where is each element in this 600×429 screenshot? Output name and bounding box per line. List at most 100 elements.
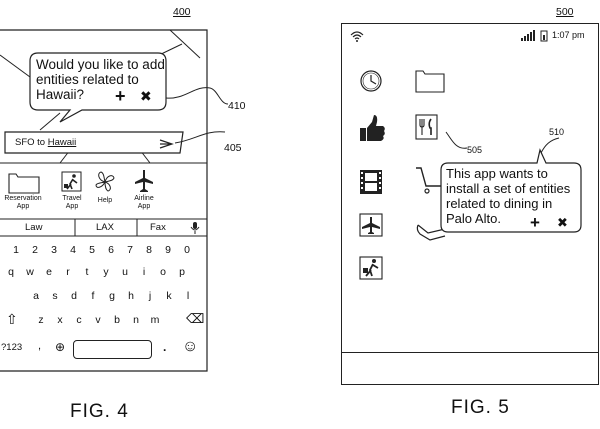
comma-key[interactable]: , — [38, 340, 42, 352]
fig4-input-prefix: SFO to — [15, 137, 48, 148]
fig5-bubble-line: Palo Alto. — [446, 211, 501, 226]
fig4-callout-bubble: 410 — [228, 100, 246, 112]
key[interactable]: r — [66, 266, 70, 278]
folder-icon — [8, 173, 40, 194]
traveler-icon — [359, 256, 383, 280]
fig5-caption: FIG. 5 — [451, 397, 510, 418]
fig4-close-button[interactable]: ✖ — [140, 88, 152, 104]
map-icon — [416, 224, 446, 241]
wifi-icon — [350, 31, 364, 42]
film-icon — [360, 170, 382, 194]
fig4-app-airline[interactable]: Airline App — [124, 195, 164, 211]
keyboard-row-1: q w e r t y u i o p — [2, 266, 191, 278]
fig5-bubble: This app wants to install a set of entit… — [446, 166, 570, 226]
pinwheel-icon — [95, 171, 115, 192]
emoji-icon[interactable]: ☺ — [182, 338, 199, 355]
period-key[interactable]: . — [163, 340, 167, 354]
key[interactable]: y — [103, 266, 109, 278]
fig4-callout-input: 405 — [224, 142, 242, 154]
airplane-icon — [135, 170, 153, 192]
fig4-input-entity: Hawaii — [47, 137, 77, 148]
app-label: Reservation — [4, 195, 42, 202]
suggestion-law[interactable]: Law — [25, 222, 43, 233]
clock-icon — [360, 70, 382, 92]
key[interactable]: v — [95, 314, 101, 326]
key[interactable]: n — [133, 314, 139, 326]
suggestion-fax[interactable]: Fax — [150, 222, 166, 233]
key[interactable]: k — [166, 290, 172, 302]
app-label: Travel — [62, 195, 82, 202]
keyboard-number-row: 1 2 3 4 5 6 7 8 9 0 — [7, 244, 196, 256]
key[interactable]: o — [160, 266, 166, 278]
fig5-bubble-line: install a set of entities — [446, 181, 571, 196]
key[interactable]: q — [8, 266, 14, 278]
app-label: App — [16, 203, 30, 210]
key[interactable]: 6 — [108, 244, 114, 256]
key[interactable]: 8 — [146, 244, 152, 256]
shift-key[interactable]: ⇧ — [6, 311, 18, 327]
key[interactable]: e — [46, 266, 52, 278]
fig4-bubble-line: Hawaii? — [36, 87, 85, 102]
key[interactable]: z — [38, 314, 44, 326]
key[interactable]: 9 — [165, 244, 171, 256]
app-label: App — [137, 203, 151, 210]
app-label: Help — [97, 197, 113, 204]
key[interactable]: x — [57, 314, 63, 326]
fig4-search-input[interactable]: SFO to Hawaii — [15, 137, 76, 148]
key[interactable]: 1 — [13, 244, 19, 256]
backspace-key[interactable]: ⌫ — [186, 311, 205, 326]
fig4-app-travel[interactable]: Travel App — [52, 195, 92, 211]
key[interactable]: 3 — [51, 244, 57, 256]
fig5-close-button[interactable]: ✖ — [557, 215, 568, 230]
key[interactable]: a — [33, 290, 39, 302]
key[interactable]: t — [85, 266, 89, 278]
key[interactable]: b — [114, 314, 120, 326]
microphone-icon[interactable] — [190, 222, 200, 235]
spacebar[interactable] — [73, 340, 152, 359]
fig4-app-help[interactable]: Help — [90, 197, 120, 205]
status-time: 1:07 pm — [552, 30, 585, 40]
keyboard-row-2: a s d f g h j k l — [27, 290, 197, 302]
fig4-caption: FIG. 4 — [70, 401, 129, 422]
key[interactable]: l — [186, 290, 190, 302]
key[interactable]: u — [122, 266, 128, 278]
key[interactable]: j — [148, 290, 152, 302]
key[interactable]: m — [150, 314, 160, 326]
fig4-add-button[interactable]: + — [115, 86, 126, 106]
key[interactable]: 2 — [32, 244, 38, 256]
fig4-bubble: Would you like to add entities related t… — [36, 57, 165, 102]
key[interactable]: w — [26, 266, 34, 278]
app-label: Airline — [134, 195, 154, 202]
globe-icon[interactable]: ⊕ — [55, 340, 66, 354]
fig5-bubble-line: This app wants to — [446, 166, 548, 181]
key[interactable]: p — [179, 266, 185, 278]
key[interactable]: s — [52, 290, 58, 302]
key[interactable]: g — [109, 290, 115, 302]
cart-icon — [416, 167, 442, 194]
keyboard-row-3: z x c v b n m — [32, 314, 164, 326]
key[interactable]: d — [71, 290, 77, 302]
fig5-reference-number: 500 — [556, 6, 574, 18]
fig5-add-button[interactable]: + — [530, 213, 540, 232]
dining-icon — [415, 114, 438, 140]
key[interactable]: h — [128, 290, 134, 302]
fig5-phone — [341, 23, 599, 385]
key[interactable]: f — [91, 290, 95, 302]
key[interactable]: 5 — [89, 244, 95, 256]
thumbs-up-icon — [360, 115, 385, 141]
key[interactable]: i — [142, 266, 146, 278]
app-label: App — [65, 203, 79, 210]
fig4-app-reservation[interactable]: Reservation App — [0, 195, 46, 211]
key[interactable]: 0 — [184, 244, 190, 256]
folder-icon — [415, 70, 445, 93]
key[interactable]: 7 — [127, 244, 133, 256]
fig4-reference-number: 400 — [173, 6, 191, 18]
fig5-bubble-line: related to dining in — [446, 196, 553, 211]
key[interactable]: c — [76, 314, 82, 326]
key[interactable]: 4 — [70, 244, 76, 256]
symbols-key[interactable]: ?123 — [1, 342, 23, 353]
traveler-icon — [61, 171, 82, 192]
suggestion-lax[interactable]: LAX — [96, 222, 114, 233]
